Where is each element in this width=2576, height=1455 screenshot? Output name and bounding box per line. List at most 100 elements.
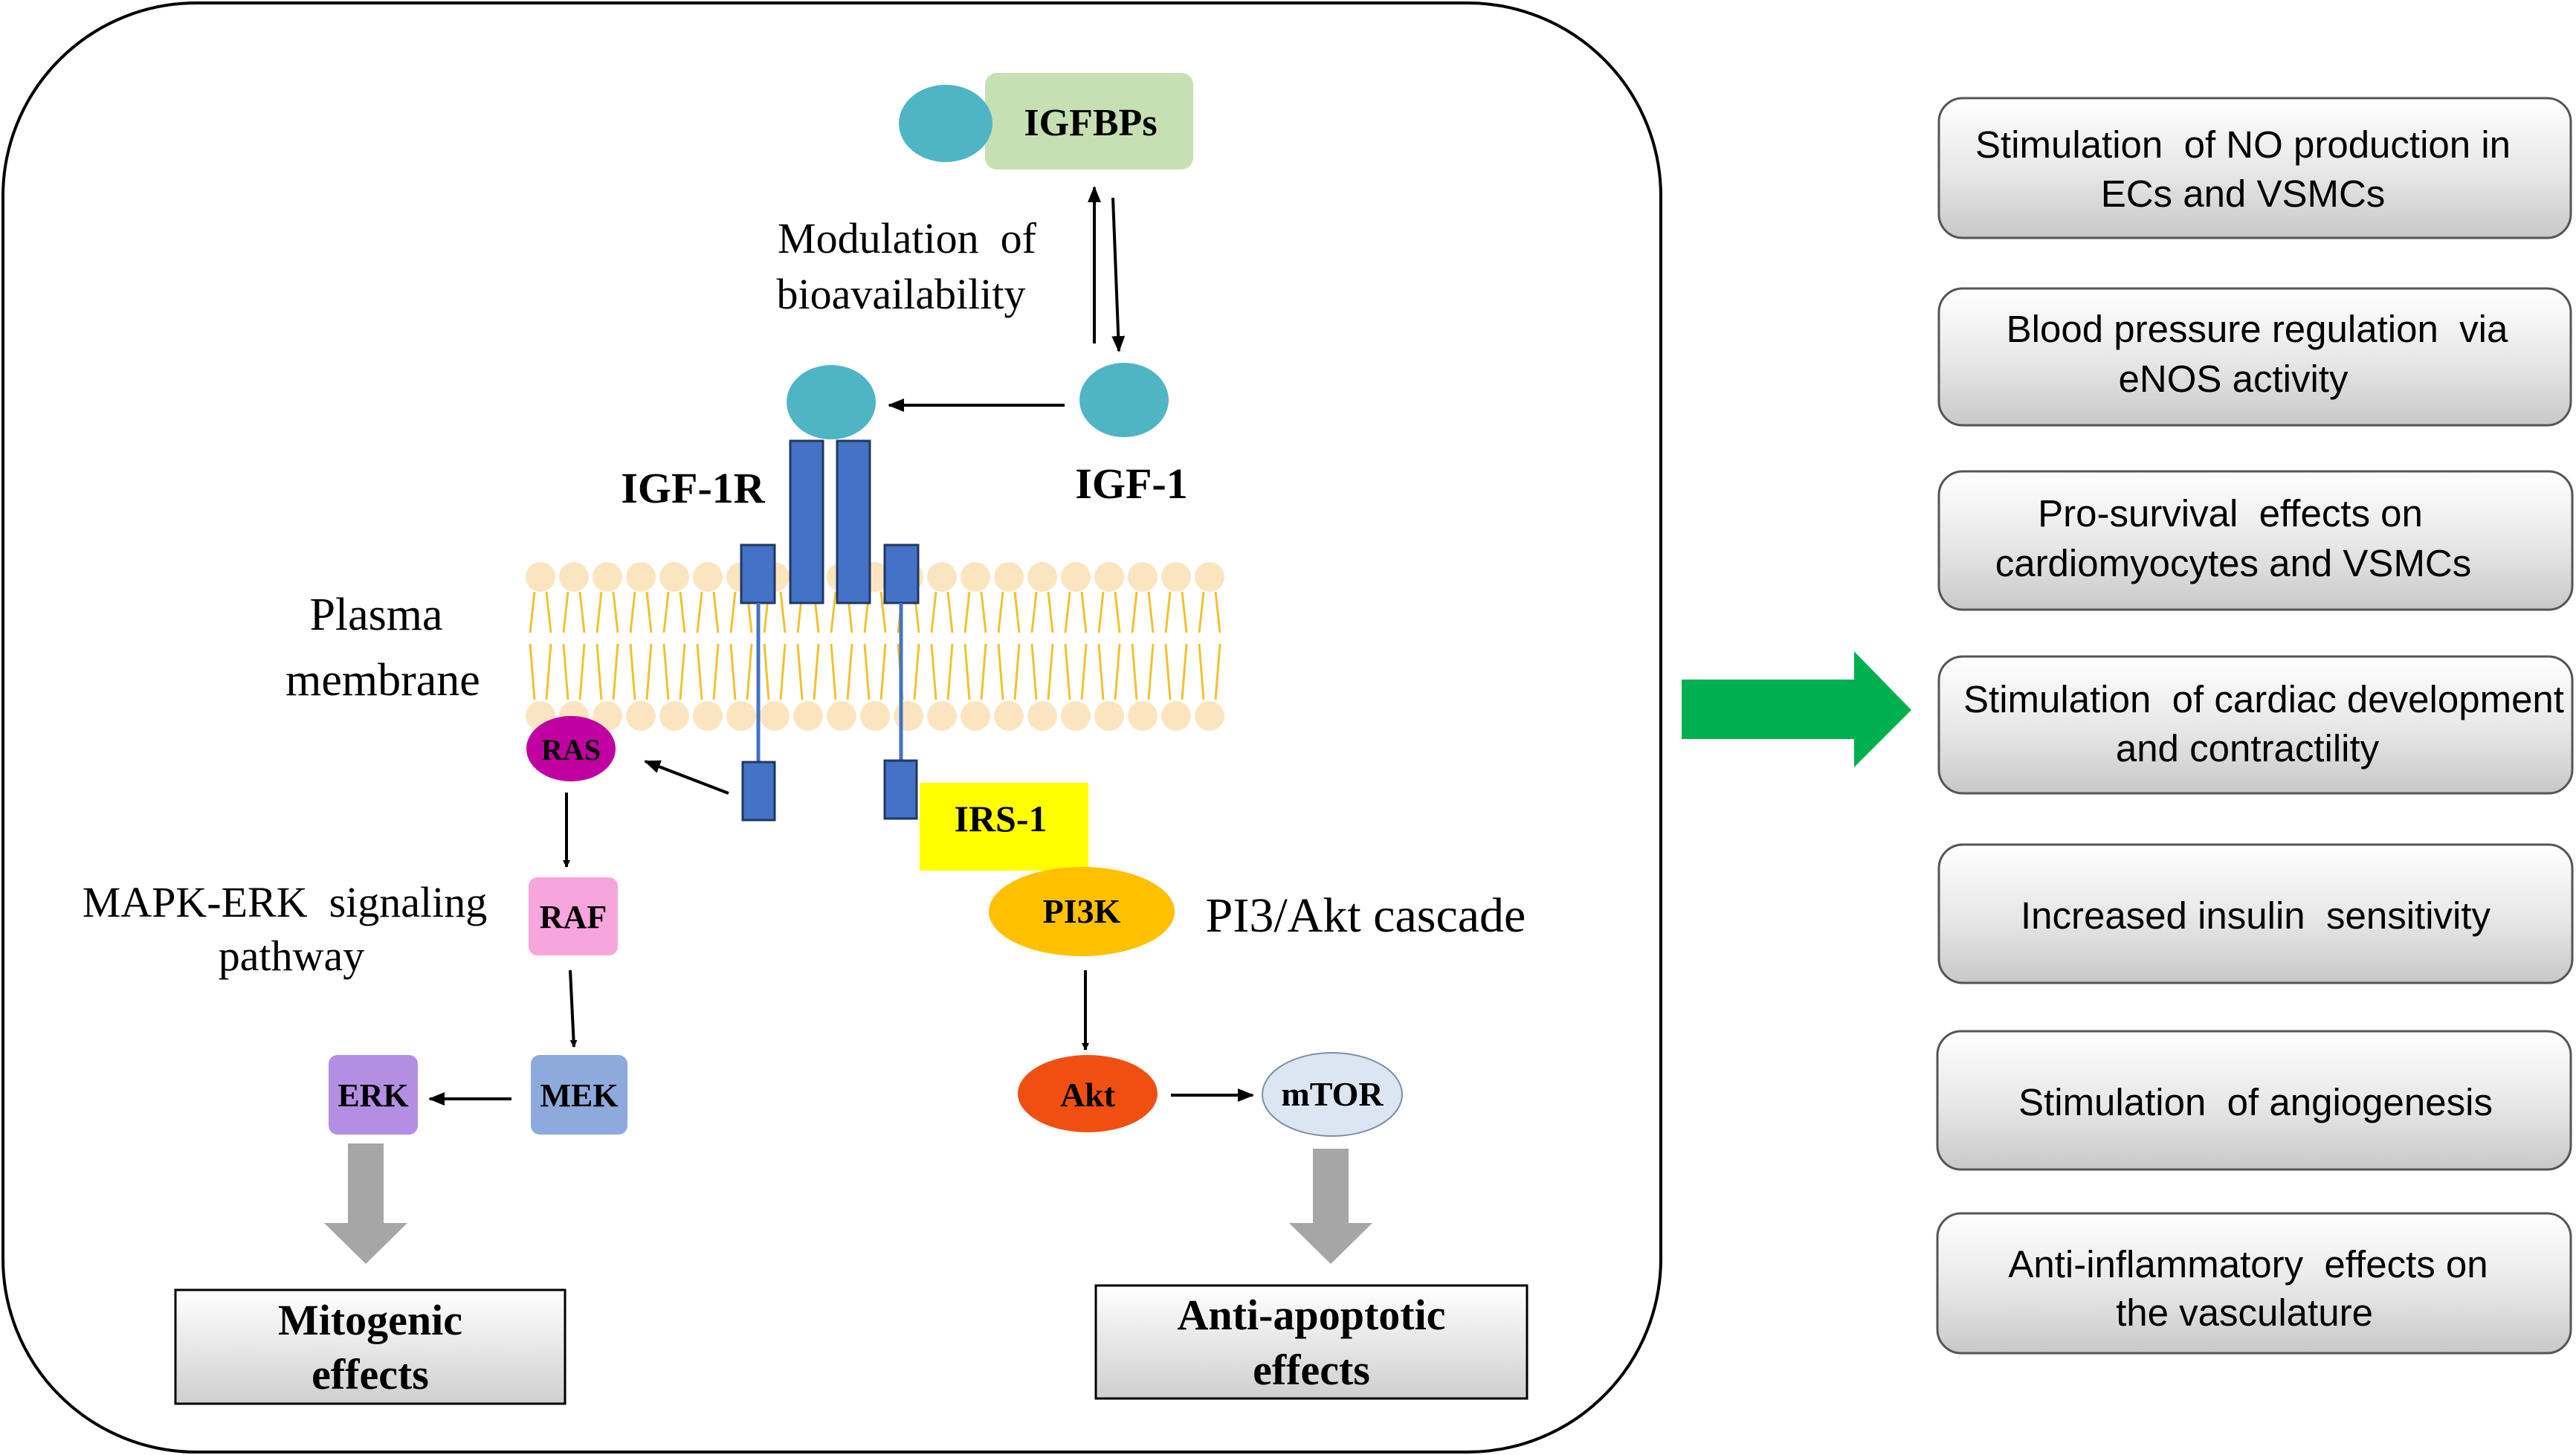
effect-text-line1: Blood pressure regulation via — [2007, 308, 2508, 350]
mtor-label: mTOR — [1281, 1075, 1384, 1113]
igf1-receptor — [740, 365, 920, 822]
arrow-receptor-to-ras — [644, 760, 729, 795]
lipid-tail — [1013, 643, 1021, 700]
lipid-tail — [629, 643, 636, 700]
lipid-tail — [578, 591, 586, 633]
lipid-tail — [1181, 643, 1188, 700]
raf-node — [529, 877, 618, 955]
lipid-head — [726, 701, 756, 731]
mek-node — [531, 1055, 627, 1135]
effect-box-frame — [1936, 1212, 2572, 1355]
lipid-head — [593, 701, 622, 731]
lipid-tail — [830, 643, 837, 700]
lipid-tail — [1214, 591, 1221, 633]
receptor-alpha-right — [836, 439, 871, 604]
lipid-tail — [595, 643, 603, 700]
effect-box: Blood pressure regulation via eNOS activ… — [1937, 287, 2572, 427]
mtor-node — [1262, 1052, 1403, 1137]
igfbp-complex: IGFBPs — [899, 73, 1193, 170]
lipid-head — [994, 562, 1024, 592]
receptor-bound-igf1 — [787, 365, 876, 439]
lipid-head — [1027, 701, 1057, 731]
lipid-head — [860, 701, 890, 731]
lipid-tail — [980, 591, 987, 633]
receptor-beta-left-top — [740, 543, 776, 604]
igfbps-box — [985, 73, 1193, 170]
lipid-head — [760, 701, 790, 731]
lipid-tail — [1214, 643, 1221, 700]
lipid-head — [1128, 701, 1158, 731]
ras-node — [526, 716, 616, 781]
lipid-head — [1027, 562, 1057, 592]
lipid-tail — [1131, 591, 1138, 633]
lipid-tail — [545, 591, 552, 633]
lipid-head — [559, 562, 589, 592]
lipid-head — [659, 701, 689, 731]
irs1-label: IRS-1 — [954, 798, 1047, 839]
pi3k-node — [989, 867, 1175, 956]
mitogenic-label-line1: Mitogenic — [278, 1296, 462, 1344]
antiapoptotic-effects-box — [1094, 1284, 1529, 1400]
lipid-head — [693, 701, 723, 731]
lipid-tail — [813, 643, 820, 700]
lipid-tail — [946, 643, 954, 700]
lipid-tail — [1147, 643, 1155, 700]
lipid-head — [994, 701, 1024, 731]
modulation-label-line1: Modulation of — [778, 214, 1037, 262]
lipid-tail — [1114, 591, 1121, 633]
akt-node — [1018, 1055, 1158, 1132]
igfbp-bound-ligand — [899, 85, 992, 162]
igf1r-label: IGF-1R — [621, 464, 765, 512]
receptor-alpha-left — [789, 439, 824, 604]
lipid-tail — [729, 643, 737, 700]
lipid-tail — [529, 643, 536, 700]
lipid-tail — [930, 643, 937, 700]
irs1-node — [920, 783, 1088, 871]
lipid-head — [894, 701, 923, 731]
lipid-tail — [679, 643, 686, 700]
antiapoptotic-label-line1: Anti-apoptotic — [1178, 1291, 1446, 1339]
lipid-tail — [562, 643, 569, 700]
effect-box: Increased insulin sensitivity — [1937, 843, 2574, 984]
lipid-tail — [830, 591, 837, 633]
effect-text-line1: Stimulation of angiogenesis — [2018, 1081, 2493, 1123]
effect-text-line2: and contractility — [2116, 727, 2380, 770]
lipid-tail — [1047, 643, 1054, 700]
lipid-tail — [930, 591, 937, 633]
lipid-head — [1094, 562, 1124, 592]
lipid-tail — [1047, 591, 1054, 633]
lipid-tail — [997, 643, 1004, 700]
lipid-tail — [1097, 591, 1105, 633]
effect-box: Stimulation of cardiac development and c… — [1937, 655, 2574, 795]
lipid-tail — [746, 643, 753, 700]
pi3-cascade-label: PI3/Akt cascade — [1206, 888, 1526, 943]
lipid-head — [827, 701, 856, 731]
lipid-tail — [696, 643, 703, 700]
effect-box-frame — [1937, 470, 2574, 611]
raf-label: RAF — [540, 899, 607, 935]
lipid-tail — [846, 643, 853, 700]
igf1-ligand — [1079, 363, 1169, 437]
lipid-tail — [879, 643, 887, 700]
lipid-tail — [980, 643, 987, 700]
effect-box: Anti-inflammatory effects on the vascula… — [1936, 1212, 2572, 1355]
lipid-head — [1128, 562, 1158, 592]
effects-list: Stimulation of NO production in ECs and … — [1936, 97, 2574, 1355]
effect-box: Pro-survival effects on cardiomyocytes a… — [1937, 470, 2574, 611]
lipid-head — [1195, 562, 1224, 592]
lipid-tail — [1147, 591, 1155, 633]
lipid-tail — [612, 643, 619, 700]
effect-box-frame — [1937, 97, 2572, 239]
akt-label: Akt — [1060, 1076, 1116, 1114]
green-arrow — [1682, 651, 1911, 767]
lipid-head — [1161, 562, 1191, 592]
igf1-label: IGF-1 — [1075, 459, 1187, 508]
lipid-head — [793, 701, 823, 731]
effect-box: Stimulation of NO production in ECs and … — [1937, 97, 2572, 239]
lipid-tail — [662, 643, 670, 700]
lipid-tail — [645, 591, 653, 633]
lipid-tail — [946, 591, 954, 633]
receptor-kinase-left — [741, 761, 776, 822]
effect-text-line1: Stimulation of NO production in — [1975, 123, 2511, 166]
mitogenic-label-line2: effects — [311, 1350, 429, 1398]
